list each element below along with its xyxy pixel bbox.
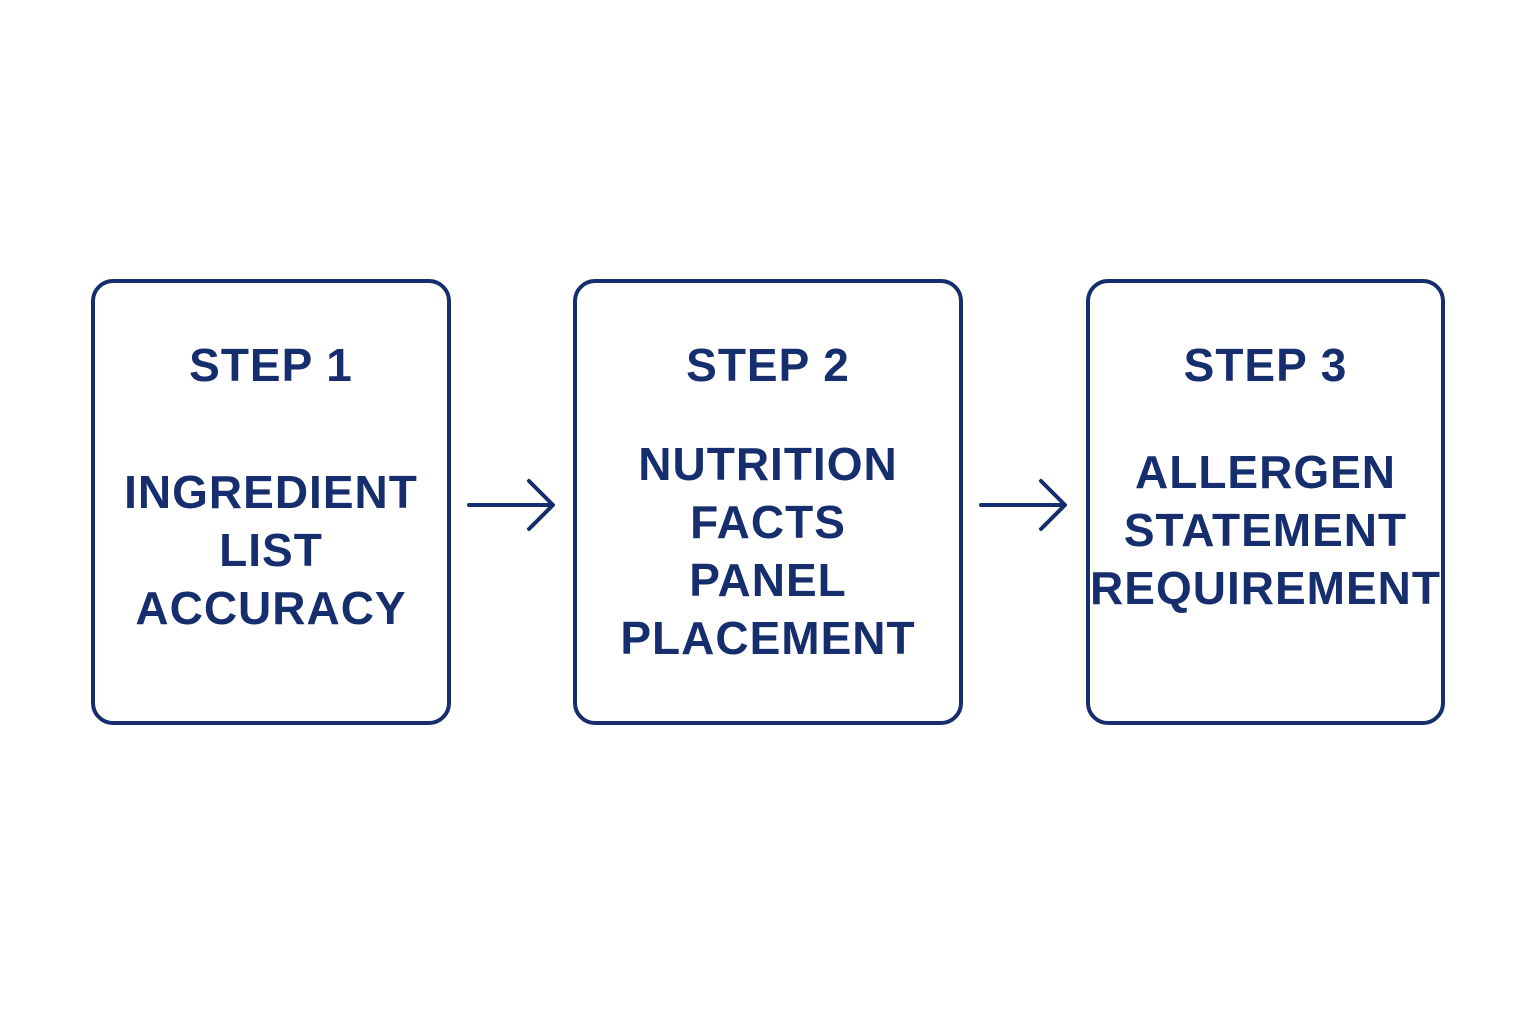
step-1-description: INGREDIENT LIST ACCURACY	[95, 463, 447, 637]
step-3-description: ALLERGEN STATEMENT REQUIREMENT	[1090, 443, 1441, 617]
step-1-line: INGREDIENT	[124, 466, 418, 518]
step-2-line: PANEL	[689, 554, 847, 606]
step-1-heading: STEP 1	[189, 339, 353, 391]
step-1-box: STEP 1 INGREDIENT LIST ACCURACY	[91, 279, 451, 725]
step-3-line: STATEMENT	[1123, 504, 1408, 556]
step-3-heading: STEP 3	[1183, 339, 1348, 391]
step-3-line: REQUIREMENT	[1090, 562, 1441, 614]
step-3-box: STEP 3 ALLERGEN STATEMENT REQUIREMENT	[1086, 279, 1445, 725]
step-2-line: PLACEMENT	[620, 612, 916, 664]
step-2-box: STEP 2 NUTRITION FACTS PANEL PLACEMENT	[573, 279, 963, 725]
step-2-description: NUTRITION FACTS PANEL PLACEMENT	[577, 435, 959, 667]
step-2-heading: STEP 2	[686, 339, 850, 391]
step-1-line: ACCURACY	[135, 582, 407, 634]
arrow-right-icon	[979, 479, 1067, 531]
step-2-line: NUTRITION	[638, 438, 898, 490]
step-3-line: ALLERGEN	[1135, 446, 1396, 498]
step-2-line: FACTS	[690, 496, 846, 548]
arrow-right-icon	[467, 479, 555, 531]
step-1-line: LIST	[219, 524, 323, 576]
